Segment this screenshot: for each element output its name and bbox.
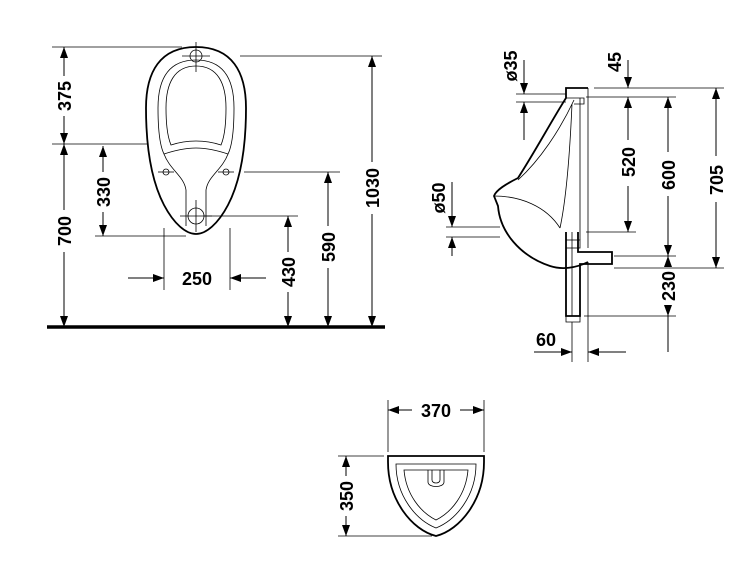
dim-590-arrow-top — [324, 172, 332, 183]
top-inlet-slot — [427, 470, 445, 487]
dim-d50: ø50 — [429, 182, 449, 213]
dim-590: 590 — [319, 232, 339, 262]
dim-370: 370 — [421, 401, 451, 421]
dim-700-arrow-top — [60, 144, 68, 155]
dim-370-arrow-left — [388, 406, 399, 414]
dim-45: 45 — [605, 52, 625, 72]
dim-d50-arrow-bottom — [448, 237, 456, 248]
dim-520-arrow-bottom — [624, 221, 632, 232]
dim-350-arrow-bottom — [342, 525, 350, 536]
dim-430-arrow-top — [284, 216, 292, 227]
dim-250-arrow-left — [153, 274, 164, 282]
dim-375-arrow-bottom — [60, 133, 68, 144]
dim-430-arrow-bottom — [284, 316, 292, 327]
dim-1030-arrow-top — [368, 56, 376, 67]
dim-d50-arrow-top — [448, 216, 456, 227]
dim-705: 705 — [707, 165, 727, 195]
trap-coupling — [565, 239, 581, 249]
dim-250: 250 — [182, 269, 212, 289]
dim-330-arrow-top — [99, 146, 107, 157]
bowl-opening — [157, 59, 235, 155]
dim-230-arrow-bottom — [664, 305, 672, 316]
urinal-top-bowl-inner — [403, 469, 469, 521]
dim-370-arrow-right — [473, 406, 484, 414]
top-view: 370 350 — [337, 400, 485, 537]
dim-60: 60 — [536, 330, 556, 350]
dim-600-arrow-top — [664, 97, 672, 108]
dim-d35: ø35 — [501, 50, 521, 81]
dim-330: 330 — [94, 177, 114, 207]
dim-520: 520 — [619, 147, 639, 177]
trap-pipe — [565, 232, 613, 317]
dim-d35-arrow-top — [520, 83, 528, 94]
urinal-front-outline — [145, 46, 247, 235]
drain-channel — [163, 153, 229, 226]
dim-375: 375 — [55, 81, 75, 111]
dim-375-arrow-top — [60, 47, 68, 58]
side-view: ø35 45 ø50 520 600 705 23 — [429, 50, 727, 362]
front-view: 375 700 330 250 430 590 — [47, 42, 385, 329]
dim-330-arrow-bottom — [99, 225, 107, 236]
dim-d35-arrow-bottom — [520, 102, 528, 113]
urinal-side-back — [566, 97, 585, 240]
dim-590-arrow-bottom — [324, 316, 332, 327]
dim-250-arrow-right — [230, 274, 241, 282]
dim-350: 350 — [337, 481, 357, 511]
dim-705-arrow-bottom — [712, 257, 720, 268]
urinal-top-outline — [387, 455, 485, 537]
trap-pipe-end — [565, 316, 581, 323]
dim-230: 230 — [659, 271, 679, 301]
bowl-inner-rim — [165, 65, 227, 146]
dim-600: 600 — [659, 160, 679, 190]
dim-700: 700 — [55, 216, 75, 246]
dim-705-arrow-top — [712, 88, 720, 99]
dim-600-arrow-bottom — [664, 245, 672, 256]
dim-700-arrow-bottom — [60, 316, 68, 327]
dim-45-arrow-top — [624, 77, 632, 88]
urinal-top-bowl — [395, 463, 477, 529]
dim-60-arrow-left — [561, 348, 572, 356]
top-inlet-slot-inner — [431, 470, 441, 484]
dim-350-arrow-top — [342, 456, 350, 467]
dim-230-arrow-top — [664, 256, 672, 267]
dim-60-arrow-right — [588, 348, 599, 356]
dim-1030: 1030 — [363, 168, 383, 208]
urinal-side-outline — [493, 87, 589, 269]
dim-1030-arrow-bottom — [368, 316, 376, 327]
urinal-side-inner — [493, 99, 575, 229]
dim-430: 430 — [279, 257, 299, 287]
